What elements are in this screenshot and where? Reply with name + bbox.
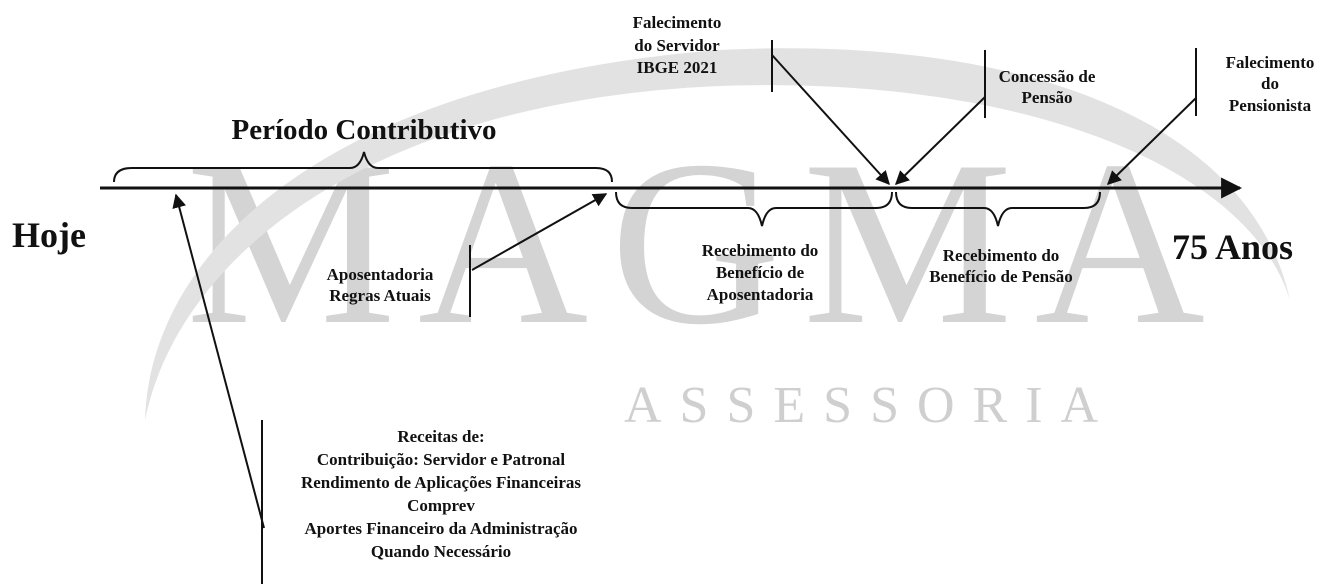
retirement-benefit-brace — [615, 191, 893, 227]
pension-benefit-label: Recebimento do Benefício de Pensão — [929, 246, 1073, 287]
revenues-arrow — [172, 193, 265, 529]
servant-death-arrow — [771, 54, 890, 186]
retirement-arrow — [471, 193, 608, 271]
contributive-period-brace — [113, 151, 613, 183]
contributive-period-label: Período Contributivo — [231, 114, 497, 146]
retirement-label: Aposentadoria Regras Atuais — [326, 265, 434, 306]
revenues-label: Receitas de: Contribuição: Servidor e Pa… — [300, 427, 581, 561]
servant-death-label: Falecimento do Servidor IBGE 2021 — [632, 13, 722, 78]
pension-grant-label: Concessão de Pensão — [998, 67, 1096, 108]
timeline-start-label: Hoje — [12, 215, 86, 255]
timeline-end-label: 75 Anos — [1172, 227, 1294, 267]
pensioner-death-arrow — [1106, 97, 1197, 185]
pensioner-death-label: Falecimento do Pensionista — [1225, 53, 1315, 115]
pension-benefit-brace — [895, 191, 1101, 227]
retirement-benefit-label: Recebimento do Benefício de Aposentadori… — [701, 241, 819, 304]
pension-grant-arrow — [894, 96, 986, 185]
